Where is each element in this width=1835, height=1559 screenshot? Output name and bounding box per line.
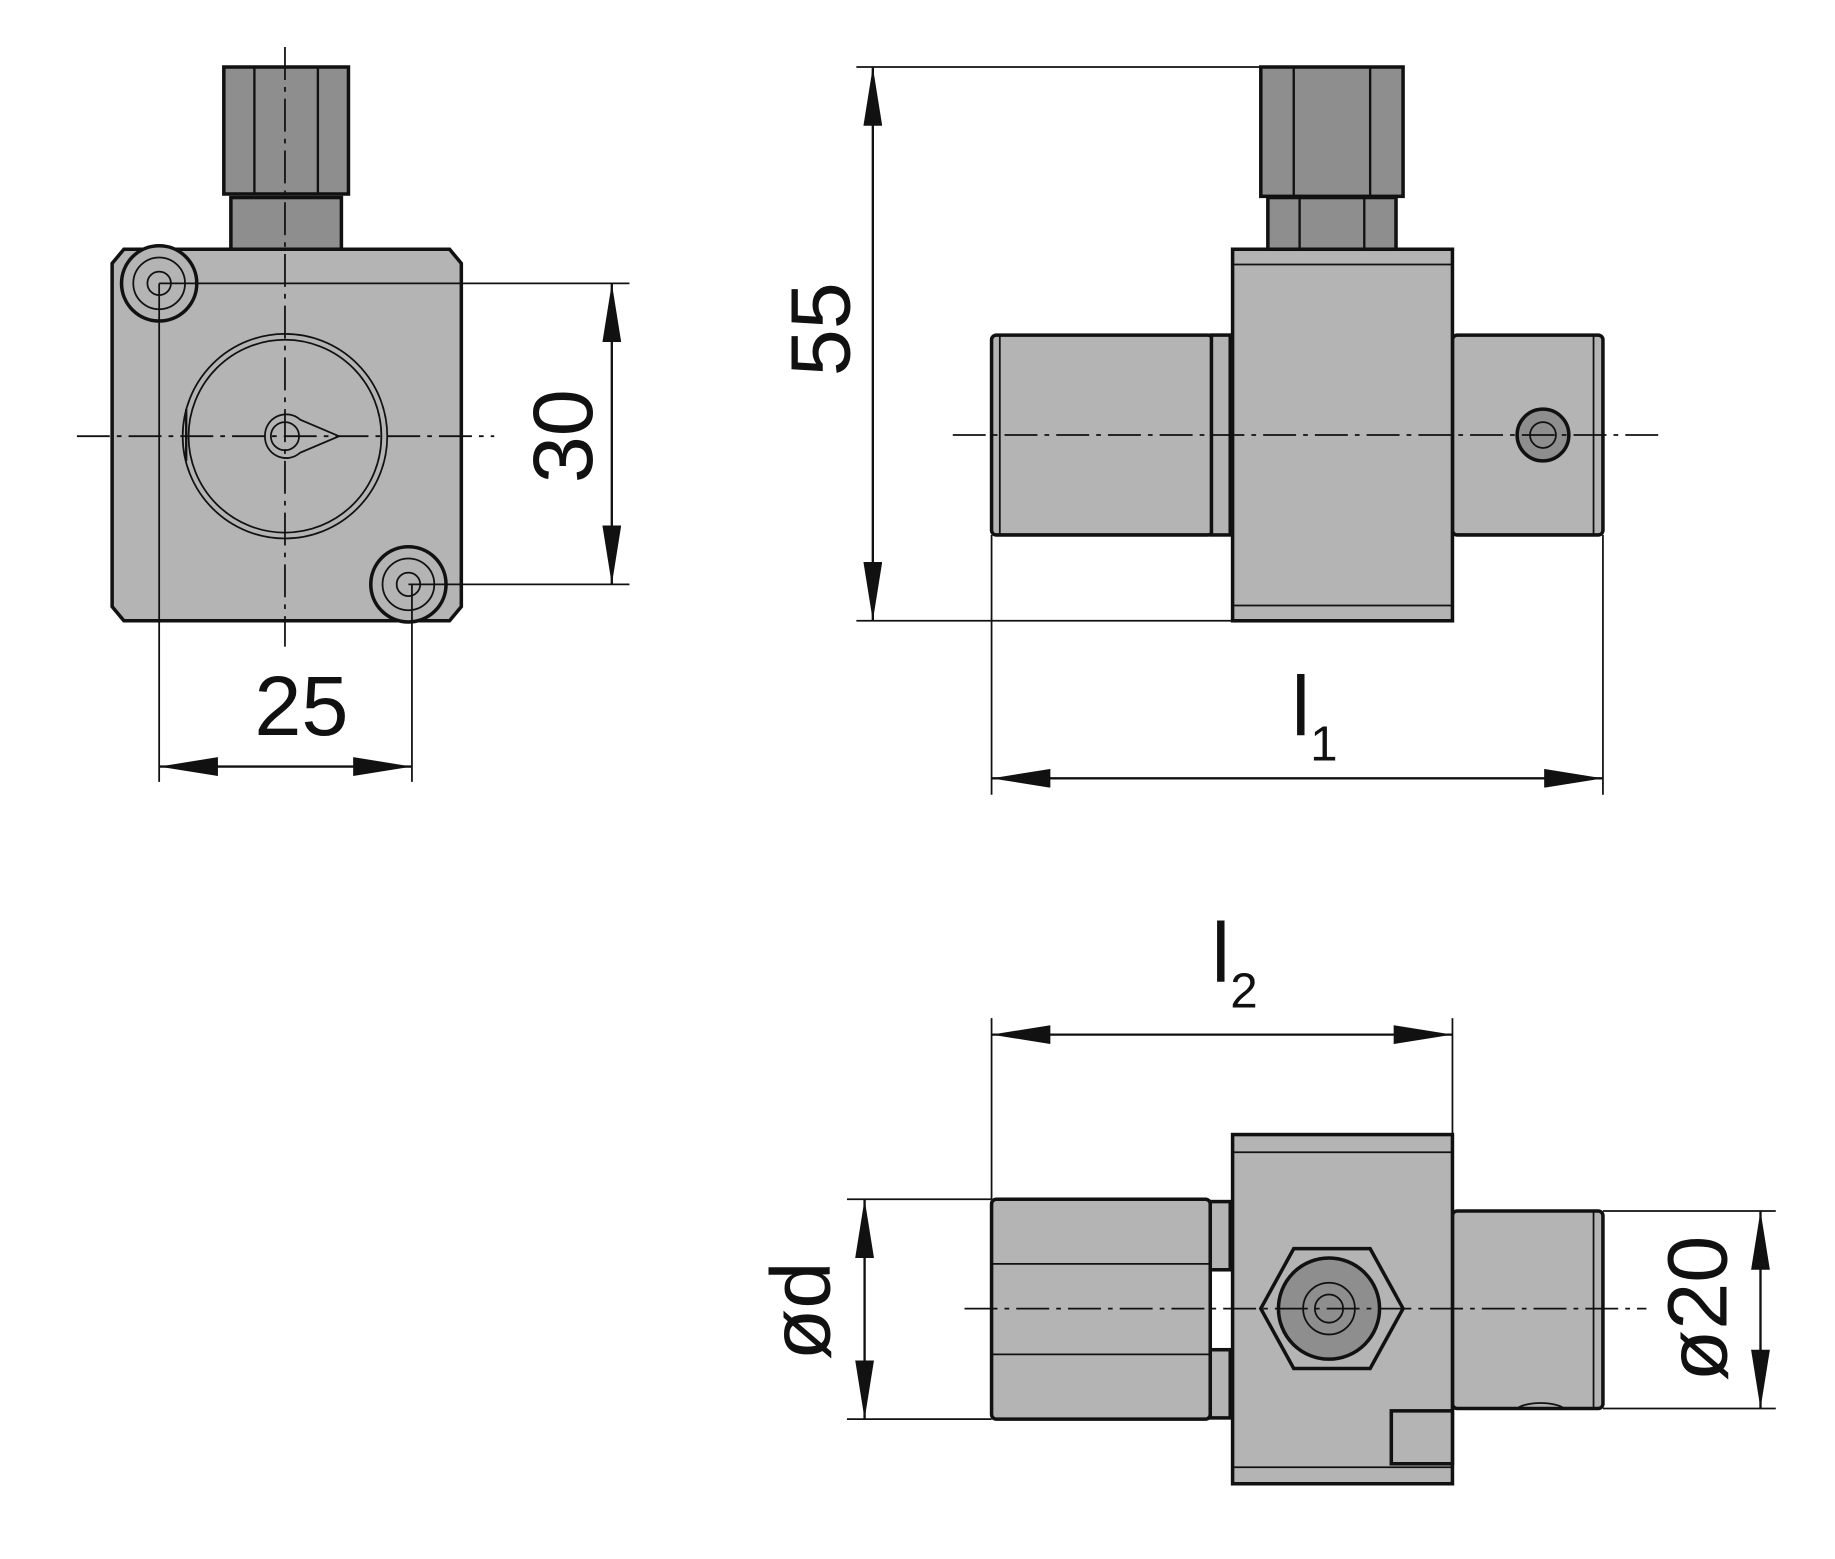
dim-l1: l1 xyxy=(1291,658,1337,772)
top-view: l2 ød ø20 xyxy=(752,905,1776,1486)
dim-55: 55 xyxy=(772,282,867,376)
dim-l2: l2 xyxy=(1211,905,1257,1019)
dim-25: 25 xyxy=(254,658,348,753)
fitting-nut xyxy=(229,195,344,252)
fitting-hex xyxy=(1259,65,1405,199)
right-shaft xyxy=(1450,1209,1605,1411)
dim-diameter-20: ø20 xyxy=(1649,1236,1744,1382)
fitting-hex xyxy=(222,65,351,196)
front-view: 30 25 xyxy=(76,47,630,782)
dim-diameter-d: ød xyxy=(752,1262,847,1361)
housing-body xyxy=(110,247,464,623)
dim-30: 30 xyxy=(515,389,610,483)
side-view: 55 l1 xyxy=(772,65,1659,795)
